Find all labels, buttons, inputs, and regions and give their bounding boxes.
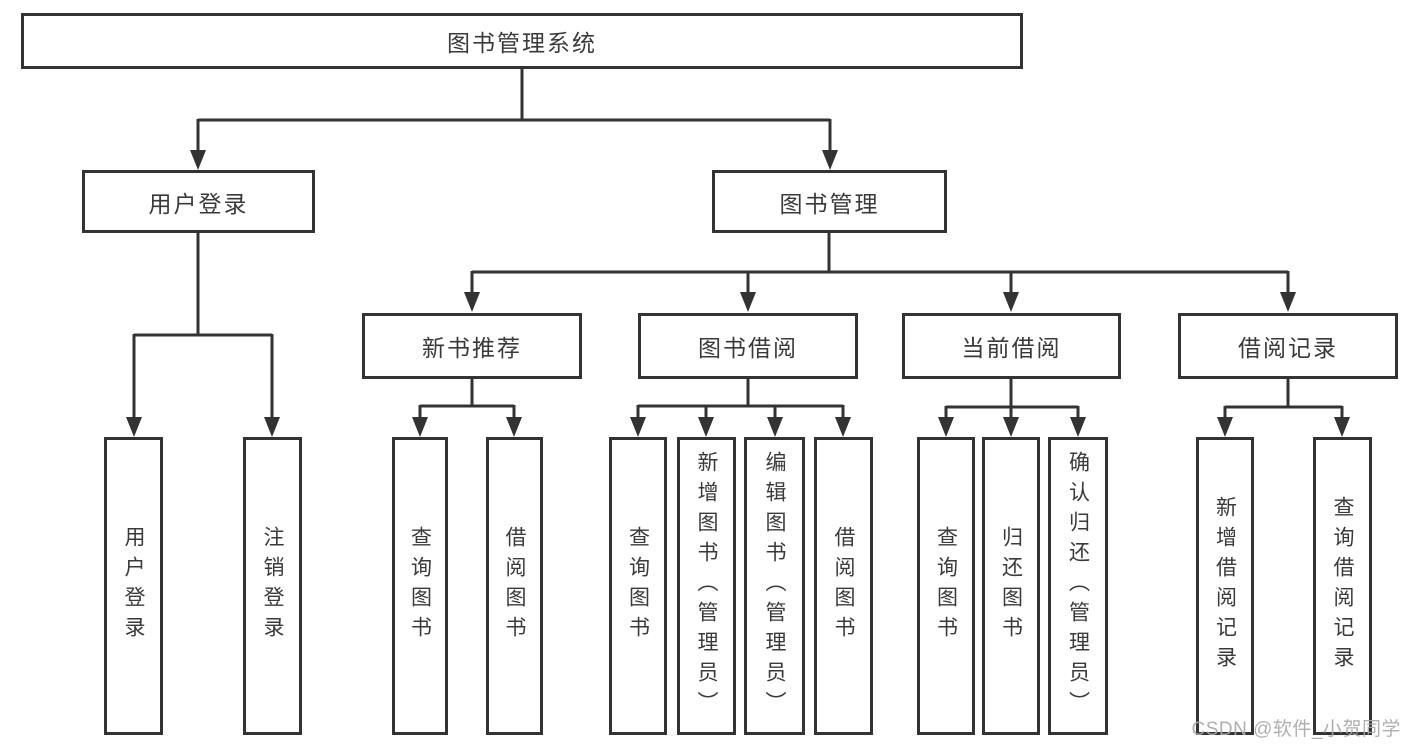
- leaf-newrec-borrow-books-label: 借阅图书: [503, 526, 527, 646]
- node-borrowing-records: 借阅记录: [1178, 313, 1398, 379]
- leaf-user-login-label: 用户登录: [122, 526, 146, 646]
- node-root-label: 图书管理系统: [447, 30, 597, 56]
- leaf-borrowing-query-books: 查询图书: [609, 437, 667, 735]
- node-user-login-label: 用户登录: [148, 190, 249, 217]
- leaf-borrowing-query-books-label: 查询图书: [626, 526, 650, 646]
- leaf-borrowing-borrow-books-label: 借阅图书: [832, 526, 856, 646]
- node-book-borrowing-label: 图书借阅: [698, 335, 798, 361]
- arrowhead-triangles: [126, 150, 1350, 437]
- leaf-add-books-admin-label: 新增图书（管理员）: [695, 451, 719, 721]
- leaf-edit-books-admin: 编辑图书（管理员）: [744, 437, 805, 735]
- leaf-add-borrow-record-label: 新增借阅记录: [1213, 496, 1237, 676]
- watermark: CSDN @软件_小贺同学: [1191, 719, 1401, 740]
- node-book-management-label: 图书管理: [779, 190, 880, 217]
- leaf-current-query-books: 查询图书: [917, 437, 975, 735]
- leaf-query-borrow-record: 查询借阅记录: [1313, 437, 1372, 735]
- connector-strokes: [132, 66, 1344, 418]
- leaf-return-books: 归还图书: [982, 437, 1040, 735]
- leaf-newrec-borrow-books: 借阅图书: [486, 437, 543, 735]
- leaf-edit-books-admin-label: 编辑图书（管理员）: [763, 451, 787, 721]
- leaf-add-books-admin: 新增图书（管理员）: [677, 437, 736, 735]
- node-current-borrowing-label: 当前借阅: [961, 335, 1062, 361]
- node-borrowing-records-label: 借阅记录: [1238, 335, 1338, 361]
- node-new-book-recommend-label: 新书推荐: [422, 335, 522, 361]
- leaf-current-query-books-label: 查询图书: [934, 526, 958, 646]
- leaf-logout-label: 注销登录: [261, 526, 285, 646]
- node-root: 图书管理系统: [21, 13, 1023, 69]
- leaf-user-login: 用户登录: [104, 437, 163, 735]
- node-user-login: 用户登录: [82, 170, 315, 233]
- leaf-confirm-return-admin: 确认归还（管理员）: [1048, 437, 1108, 735]
- leaf-logout: 注销登录: [243, 437, 302, 735]
- node-book-management: 图书管理: [712, 170, 947, 233]
- leaf-newrec-query-books-label: 查询图书: [408, 526, 432, 646]
- leaf-add-borrow-record: 新增借阅记录: [1196, 437, 1254, 735]
- leaf-query-borrow-record-label: 查询借阅记录: [1331, 496, 1355, 676]
- node-new-book-recommend: 新书推荐: [362, 313, 582, 379]
- leaf-return-books-label: 归还图书: [999, 526, 1023, 646]
- node-current-borrowing: 当前借阅: [902, 313, 1121, 379]
- leaf-confirm-return-admin-label: 确认归还（管理员）: [1066, 451, 1090, 721]
- leaf-newrec-query-books: 查询图书: [392, 437, 448, 735]
- leaf-borrowing-borrow-books: 借阅图书: [814, 437, 873, 735]
- node-book-borrowing: 图书借阅: [638, 313, 858, 379]
